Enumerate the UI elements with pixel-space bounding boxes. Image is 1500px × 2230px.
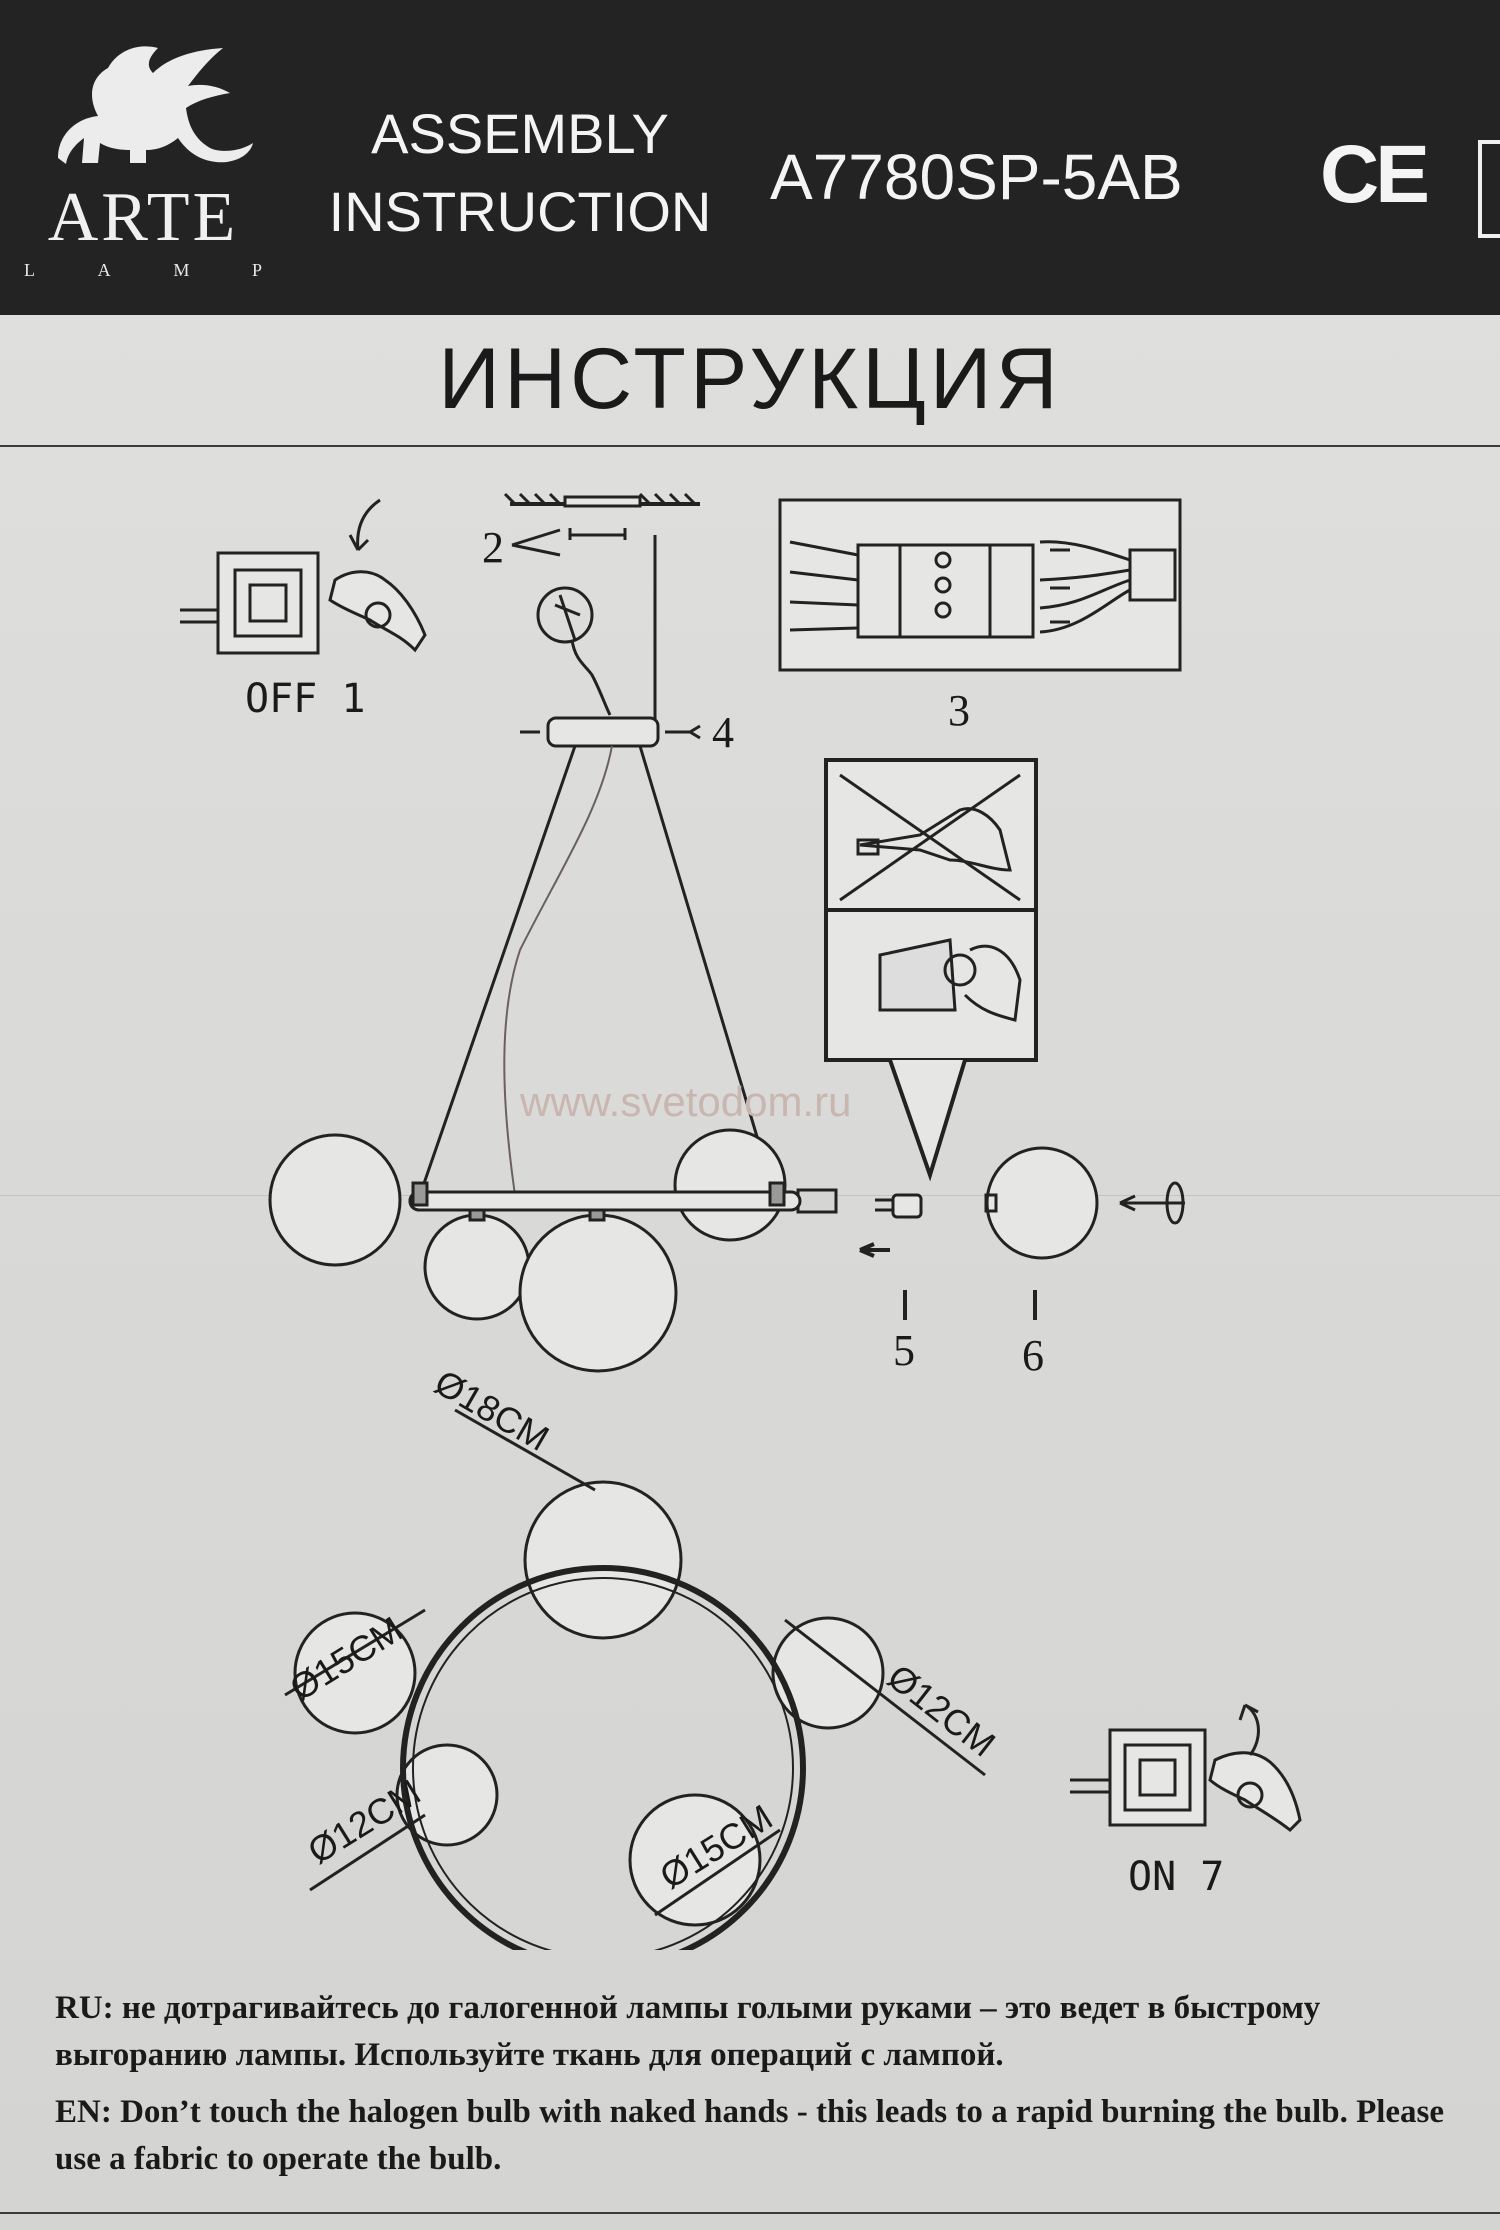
bulb-handling-warning xyxy=(824,758,1038,1182)
watermark: www.svetodom.ru xyxy=(519,1078,851,1125)
brand-logo: ARTE L A M P xyxy=(18,38,268,283)
suspension-cables xyxy=(418,745,772,1196)
safety-notes: RU: не дотрагивайтесь до галогенной ламп… xyxy=(55,1985,1455,2193)
globe-bottom-left xyxy=(395,1743,499,1847)
assembly-diagram: OFF 1 2 4 xyxy=(180,492,1302,1950)
glass-globe-install xyxy=(984,1146,1185,1320)
globe-bottom-right xyxy=(628,1793,762,1927)
ceiling-mount xyxy=(503,492,700,735)
title-line-2: INSTRUCTION xyxy=(328,180,712,243)
dim-line xyxy=(309,1813,426,1892)
halogen-bulb xyxy=(859,1193,923,1320)
disposal-icon xyxy=(1478,140,1500,238)
brand-sub-letter: M xyxy=(173,260,190,280)
divider xyxy=(0,445,1500,447)
instruction-title: ИНСТРУКЦИЯ xyxy=(438,331,1062,427)
griffin-icon xyxy=(58,46,253,164)
switch-on-illustration xyxy=(1070,1703,1302,1833)
brand-name: ARTE xyxy=(47,179,239,256)
brand-sub-letter: P xyxy=(251,260,262,280)
step-6-label: 6 xyxy=(1022,1331,1044,1380)
dimension-label: Ø18CM xyxy=(428,1361,556,1459)
glass-globe xyxy=(423,1213,531,1321)
dim-line xyxy=(784,1618,986,1777)
dim-line xyxy=(654,1828,781,1917)
switch-off-illustration xyxy=(180,498,427,655)
title-line-1: ASSEMBLY xyxy=(371,102,669,165)
note-ru: RU: не дотрагивайтесь до галогенной ламп… xyxy=(55,1990,1321,2073)
canopy xyxy=(520,716,701,748)
ce-mark: CE xyxy=(1320,129,1430,220)
terminal-block-diagram xyxy=(778,498,1182,672)
step-5-label: 5 xyxy=(893,1326,915,1375)
header-bar: ARTE L A M P ASSEMBLY INSTRUCTION A7780S… xyxy=(0,0,1500,315)
globe-top xyxy=(523,1480,683,1640)
dimension-label: Ø12CM xyxy=(880,1656,1003,1765)
step-4-label: 4 xyxy=(712,708,734,757)
step-3-label: 3 xyxy=(948,686,970,735)
top-view-ring xyxy=(284,1408,986,1950)
rotate-arrow-icon xyxy=(348,498,381,552)
brand-sub-letter: A xyxy=(97,260,111,280)
step-1-label: OFF 1 xyxy=(245,676,365,722)
document-title: ASSEMBLY INSTRUCTION xyxy=(320,95,720,251)
globe-right xyxy=(771,1616,885,1730)
globe-left xyxy=(293,1611,417,1735)
model-number: A7780SP-5AB xyxy=(770,141,1183,213)
divider xyxy=(0,2212,1500,2214)
brand-sub-letter: L xyxy=(24,260,35,280)
step-7-label: ON 7 xyxy=(1128,1854,1224,1900)
dim-line xyxy=(284,1608,426,1697)
chandelier xyxy=(268,1128,838,1373)
glass-globe xyxy=(268,1133,402,1267)
glass-globe xyxy=(518,1213,678,1373)
dim-line xyxy=(454,1408,596,1492)
rotate-arrow-icon xyxy=(1238,1703,1260,1756)
wire-junction xyxy=(536,586,612,716)
step-2-label: 2 xyxy=(482,523,504,572)
brand-subtitle: L A M P xyxy=(18,260,268,281)
note-en: EN: Don’t touch the halogen bulb with na… xyxy=(55,2094,1445,2177)
